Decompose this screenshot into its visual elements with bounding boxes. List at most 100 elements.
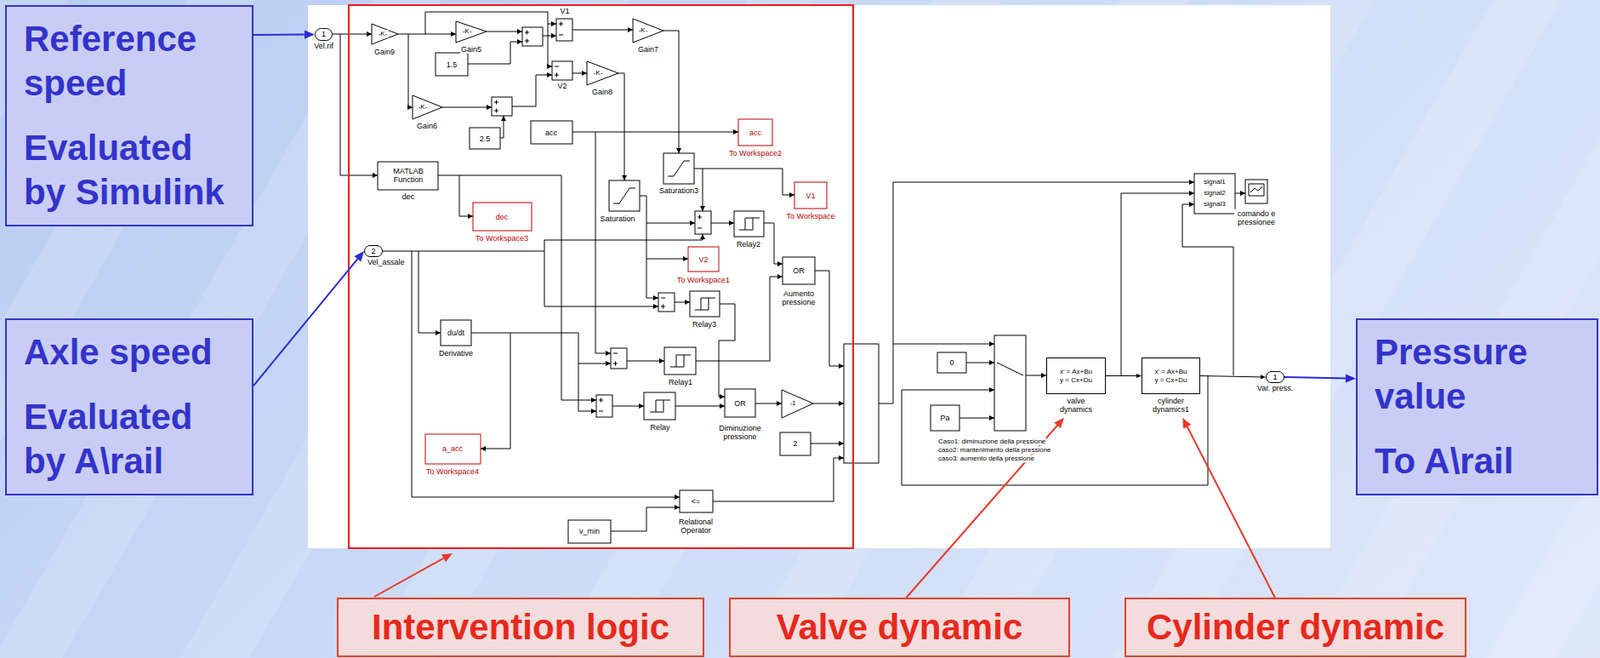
port-number: 2 [370,247,376,256]
block-label: caso3: aumento della pressione [937,454,1036,462]
block-label: To Workspace2 [728,148,783,158]
caption-text: Valve dynamic [776,604,1024,650]
callout-box: Reference speedEvaluated by Simulink [5,5,254,227]
block-label: To Workspace [785,211,837,221]
connector-line [253,34,307,37]
connector-line [253,256,359,386]
block-label: Relay [649,422,671,432]
state-space-block: x' = Ax+Bu y = Cx+Du cylinder dynamics1 [1141,357,1201,418]
block-label: -1 [788,398,797,407]
block-label: -K- [417,102,429,111]
port-number: 1 [321,30,326,39]
block-label: Gain9 [373,47,396,57]
block-label: v_min [578,526,601,536]
callout-text: Evaluated by A\rail [23,394,235,484]
simulink-blocks [371,18,1268,543]
block-label: signal2 [1202,188,1226,197]
block-label: Relational Operator [671,517,721,536]
block-label: -K- [592,68,604,77]
block-label: acc [748,128,763,137]
block-label: OR [733,398,747,408]
block-label: comando e pressionee [1234,209,1279,228]
connector-arrow [1284,373,1356,382]
block-label: -K- [377,29,389,38]
block-label: V2 [556,81,568,91]
port-number: 1 [1272,373,1277,382]
connector-arrow [906,417,1065,598]
arrow-head [1053,417,1065,428]
caption-box: Cylinder dynamic [1124,597,1467,657]
block-label: 0 [948,358,955,367]
block-label: Relay3 [691,319,718,329]
connector-arrow [253,30,315,40]
block-label: 2.5 [478,134,492,143]
block-label: Caso1: diminuzione della pressione [937,437,1047,445]
callout-box: Axle speedEvaluated by A\rail [5,318,254,496]
block-label: caso2: mantenimento della pressione [937,445,1053,454]
connector-line [1186,424,1276,598]
connector-line [1284,376,1348,379]
state-equation: x' = Ax+Bu y = Cx+Du [1058,367,1094,385]
connector-arrow [253,250,365,386]
block-label: Saturation [598,214,636,223]
callout-text: Axle speed [23,330,235,375]
block-outline: x' = Ax+Bu y = Cx+Du [1141,357,1201,394]
block-icons [494,22,1265,413]
block-label: Derivative [438,348,474,358]
block-label: To Workspace3 [474,233,530,243]
signal-wires [332,11,1246,531]
block-label: V2 [697,255,709,264]
block-label: Gain7 [637,45,660,54]
block-label: 2 [791,438,798,448]
block-outline: x' = Ax+Bu y = Cx+Du [1046,357,1106,394]
inport-block: 1Vel.rif [314,28,333,41]
connector-line [1105,375,1138,376]
callout-arrow [374,552,453,597]
arrow-head [1182,417,1191,429]
block-label: Saturation3 [658,186,700,195]
block-label: Pa [939,413,951,422]
block-label: Aumento pressione [780,289,818,308]
block-label: Gain6 [415,121,439,131]
outport-block: 1Var. press. [1265,370,1285,383]
intervention-region [348,5,854,548]
state-equation: x' = Ax+Bu y = Cx+Du [1153,367,1190,385]
block-label: To Workspace4 [425,466,480,476]
block-label: du/dt [446,328,466,337]
block-label: OR [791,266,806,275]
state-space-block: x' = Ax+Bu y = Cx+Duvalve dynamics [1046,357,1106,418]
connector-arrow [1182,417,1276,598]
inport-block: 2Vel_assale [364,244,383,257]
to-workspace-blocks [425,119,827,464]
port-name: Var. press. [1256,383,1294,393]
connector-line [906,423,1060,598]
block-label: a_acc [441,444,464,453]
port-name: Vel_assale [366,257,406,267]
callout-text: Pressure value [1374,330,1586,419]
caption-text: Cylinder dynamic [1146,604,1445,650]
arrow-head [1345,373,1356,382]
callout-box: Pressure value To A\rail [1355,318,1599,496]
block-label: signal3 [1202,199,1226,208]
block-label: <= [690,496,702,506]
caption-box: Intervention logic [336,597,705,657]
block-label: V1 [558,6,570,16]
block-name: cylinder dynamics1 [1150,396,1192,415]
block-label: V1 [804,191,816,200]
block-label: Gain8 [591,87,614,97]
block-label: MATLAB Function [389,166,428,185]
block-label: Diminuzione pressione [715,423,765,442]
callout-text: To A\rail [1374,438,1586,484]
block-label: Relay2 [735,239,762,249]
arrow-head [353,250,365,262]
caption-text: Intervention logic [371,604,670,650]
block-label: signal1 [1202,177,1226,186]
block-label: dec [401,192,416,201]
block-label: dec [495,212,510,222]
caption-box: Valve dynamic [728,597,1071,657]
simulink-panel [307,5,1331,548]
block-label: -K- [461,27,473,35]
block-label: -K- [637,26,650,35]
connector-line [1200,375,1262,377]
